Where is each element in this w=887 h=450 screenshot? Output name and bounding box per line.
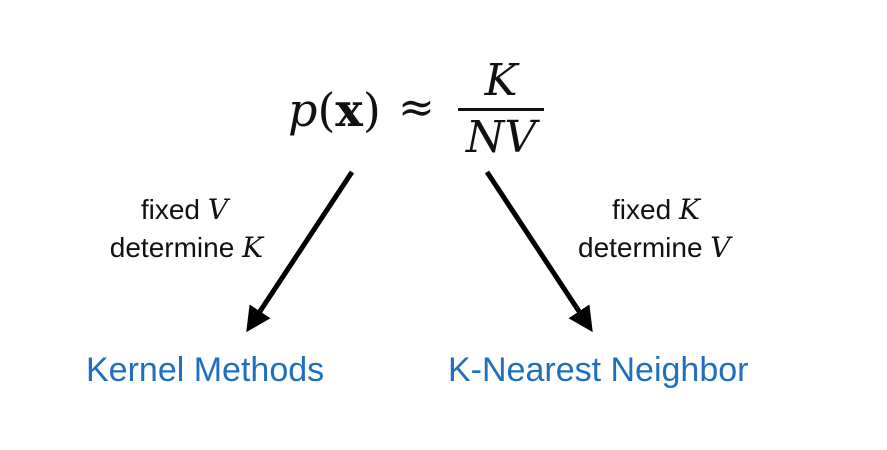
right-arrow: [484, 170, 593, 333]
knn-label: K-Nearest Neighbor: [448, 351, 749, 389]
right-determine-var: V: [710, 231, 731, 264]
left-arrow: [246, 170, 355, 333]
equation-func: p: [288, 83, 318, 137]
equation-fraction: K NV: [456, 55, 546, 168]
right-annotation-fixed: fixed K: [612, 193, 700, 227]
right-fixed-var: K: [678, 193, 700, 226]
equation-lhs: p(x): [288, 82, 381, 139]
left-annotation-determine: determine K: [110, 231, 263, 265]
kernel-methods-label: Kernel Methods: [86, 351, 325, 389]
left-determine-var: K: [242, 231, 263, 264]
left-annotation-fixed: fixed V: [141, 193, 228, 227]
fraction-numerator: K: [484, 55, 518, 106]
fraction-denominator: NV: [465, 112, 537, 163]
right-determine-text: determine: [578, 232, 711, 263]
equation-open-paren: (: [317, 83, 336, 137]
equation-close-paren: ): [362, 83, 381, 137]
approx-symbol: ≈: [398, 82, 435, 133]
density-equation: p(x) ≈ K NV: [288, 55, 558, 168]
left-fixed-text: fixed: [140, 194, 208, 225]
right-fixed-text: fixed: [612, 194, 679, 225]
left-determine-text: determine: [109, 232, 243, 263]
left-fixed-var: V: [207, 193, 228, 226]
equation-var: x: [335, 83, 363, 137]
fraction-bar: [458, 108, 544, 111]
right-annotation-determine: determine V: [578, 231, 731, 265]
